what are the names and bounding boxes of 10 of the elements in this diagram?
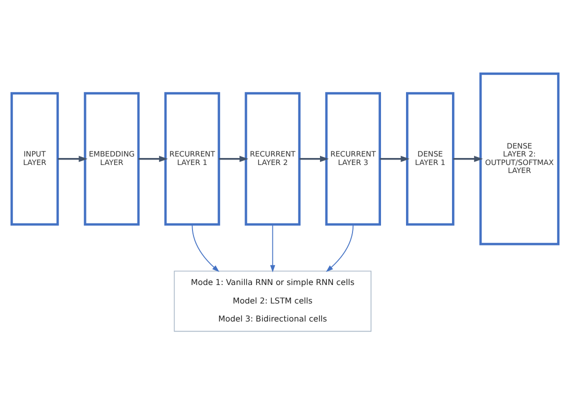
arrow [270, 224, 276, 272]
arrow [453, 155, 483, 162]
arrow [218, 155, 248, 162]
arrow [138, 155, 168, 162]
node-box: Mode 1: Vanilla RNN or simple RNN cells Model 2: LSTM cells Model 3: Bidirectional cells [174, 270, 372, 332]
arrow [326, 224, 354, 272]
arrow [299, 155, 329, 162]
arrow [192, 224, 220, 272]
arrow [58, 155, 88, 162]
arrow [380, 155, 410, 162]
